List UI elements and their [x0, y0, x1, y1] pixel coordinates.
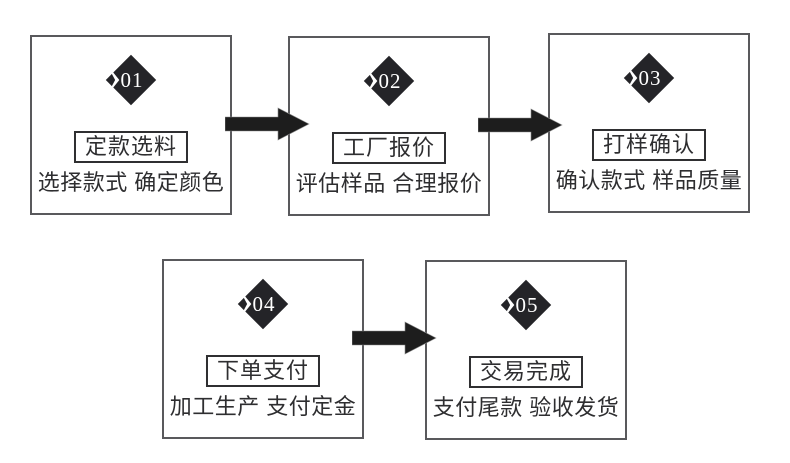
step-number: 05	[515, 292, 539, 317]
step-title: 下单支付	[205, 355, 321, 387]
step-number: 04	[252, 291, 276, 316]
step-subtitle: 支付尾款 验收发货	[432, 395, 620, 420]
step-number: 01	[120, 67, 144, 92]
step-number-badge-5: 05	[498, 277, 554, 333]
right-arrow-icon	[352, 321, 437, 355]
right-arrow-icon	[478, 108, 563, 142]
diamond-icon	[500, 279, 552, 331]
step-title: 工厂报价	[331, 132, 447, 164]
step-number-badge-1: 01	[103, 52, 159, 108]
diamond-icon	[105, 54, 157, 106]
step-subtitle: 加工生产 支付定金	[169, 394, 357, 419]
step-subtitle: 评估样品 合理报价	[295, 171, 483, 196]
step-box-1: 01 定款选料 选择款式 确定颜色	[30, 35, 232, 215]
step-subtitle: 选择款式 确定颜色	[37, 170, 225, 195]
step-title: 交易完成	[468, 356, 584, 388]
step-box-3: 03 打样确认 确认款式 样品质量	[548, 33, 750, 213]
right-arrow-icon	[225, 107, 310, 141]
step-number-badge-4: 04	[235, 276, 291, 332]
step-box-5: 05 交易完成 支付尾款 验收发货	[425, 260, 627, 440]
step-number-badge-2: 02	[361, 53, 417, 109]
step-title: 打样确认	[591, 129, 707, 161]
diamond-icon	[237, 278, 289, 330]
step-subtitle: 确认款式 样品质量	[555, 168, 743, 193]
step-box-2: 02 工厂报价 评估样品 合理报价	[288, 36, 490, 216]
step-title: 定款选料	[73, 131, 189, 163]
step-number-badge-3: 03	[621, 50, 677, 106]
step-box-4: 04 下单支付 加工生产 支付定金	[162, 259, 364, 439]
diamond-icon	[623, 52, 675, 104]
step-number: 03	[638, 65, 662, 90]
step-number: 02	[378, 68, 402, 93]
diamond-icon	[363, 55, 415, 107]
